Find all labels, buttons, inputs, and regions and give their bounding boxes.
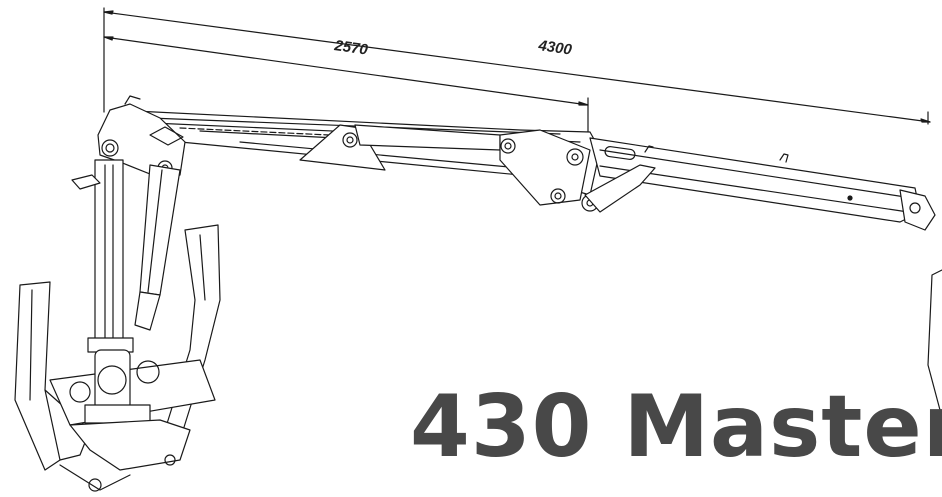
stabilizer-far-right bbox=[927, 269, 942, 411]
dimension-2570 bbox=[103, 36, 589, 191]
dimension-label-4300: 4300 bbox=[536, 37, 573, 59]
lift-cylinder bbox=[134, 164, 181, 331]
product-title: 430 Master bbox=[410, 377, 942, 477]
extension-boom bbox=[589, 137, 936, 231]
crane-base bbox=[49, 349, 216, 492]
jib-cylinder bbox=[299, 124, 656, 213]
crane-column bbox=[71, 159, 134, 353]
dimension-label-2570: 2570 bbox=[332, 37, 369, 59]
dimension-4300 bbox=[103, 7, 931, 125]
